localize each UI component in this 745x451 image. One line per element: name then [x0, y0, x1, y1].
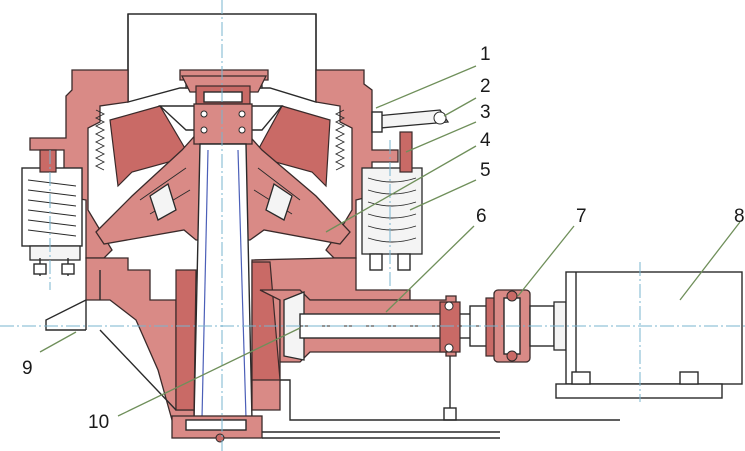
callout-labels: 1 2 3 4 5 6 7 8 9 10 [22, 44, 745, 433]
lubrication-piping [280, 356, 620, 421]
adjusting-lever [371, 109, 450, 133]
mounting-base [45, 270, 177, 411]
callout-9: 9 [22, 358, 33, 379]
callout-6: 6 [476, 206, 487, 227]
leader-lines [39, 65, 741, 417]
callout-4: 4 [480, 130, 491, 151]
callout-10: 10 [88, 412, 109, 433]
callout-2: 2 [480, 76, 491, 97]
callout-8: 8 [734, 206, 745, 227]
electric-motor [555, 271, 743, 399]
adjusting-ring-threads [94, 109, 346, 171]
callout-7: 7 [576, 206, 587, 227]
callout-3: 3 [480, 102, 491, 123]
callout-1: 1 [480, 44, 491, 65]
main-shaft [193, 143, 253, 421]
release-springs-left [21, 149, 83, 276]
callout-5: 5 [480, 160, 491, 181]
